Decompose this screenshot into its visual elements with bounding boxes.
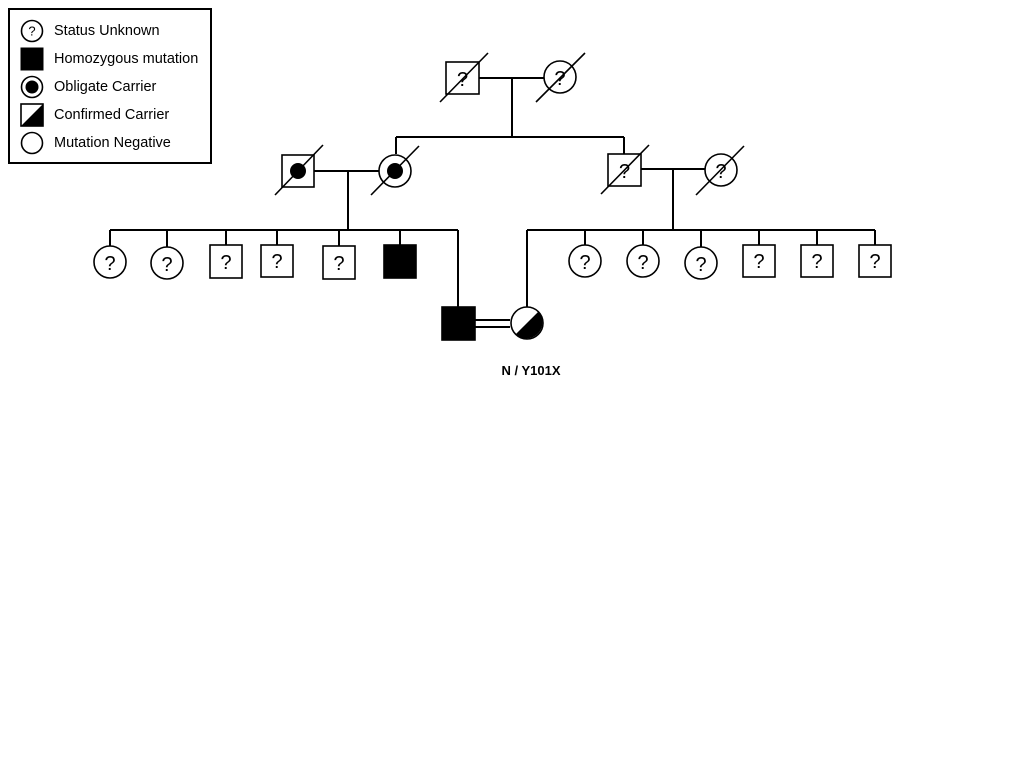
genotype-label: N / Y101X (501, 363, 560, 378)
legend-item-homozygous-mutation: Homozygous mutation (20, 47, 198, 71)
legend-label-mutation-negative: Mutation Negative (54, 135, 171, 151)
status-unknown-symbol-icon: ? (20, 19, 44, 43)
legend-item-confirmed-carrier: Confirmed Carrier (20, 103, 169, 127)
legend: ? Status Unknown Homozygous mutation Obl… (8, 8, 212, 164)
legend-item-obligate-carrier: Obligate Carrier (20, 75, 156, 99)
deceased-slash (274, 144, 324, 196)
individual-gen3-male-unknown: ? (800, 244, 834, 278)
obligate-carrier-symbol-icon (20, 75, 44, 99)
homozygous-mutation-symbol-icon (20, 47, 44, 71)
mutation-negative-symbol-icon (20, 131, 44, 155)
svg-text:?: ? (333, 253, 344, 275)
individual-gen2-left-female (370, 145, 420, 196)
svg-text:?: ? (753, 251, 764, 273)
legend-item-mutation-negative: Mutation Negative (20, 131, 171, 155)
individual-gen3-male-homozygous (383, 244, 417, 279)
individual-gen3-male-unknown: ? (742, 244, 776, 278)
individual-gen3-female-unknown: ? (150, 246, 184, 280)
deceased-slash (370, 145, 420, 196)
individual-gen3-female-unknown: ? (93, 245, 127, 279)
svg-text:?: ? (715, 161, 726, 183)
svg-text:?: ? (104, 253, 115, 275)
svg-text:?: ? (619, 161, 630, 183)
individual-gen3-female-unknown: ? (626, 244, 660, 278)
svg-text:?: ? (579, 252, 590, 274)
individual-gen3-male-unknown: ? (322, 245, 356, 280)
legend-label-status-unknown: Status Unknown (54, 23, 160, 39)
svg-text:?: ? (695, 254, 706, 276)
individual-gen3-female-unknown: ? (568, 244, 602, 278)
svg-text:?: ? (161, 254, 172, 276)
individual-gen3-male-unknown: ? (858, 244, 892, 278)
svg-text:?: ? (220, 252, 231, 274)
deceased-slash (600, 144, 650, 195)
individual-gen2-right-male: ? (600, 144, 650, 195)
individual-gen1-female: ? (535, 52, 586, 103)
deceased-slash (695, 145, 745, 196)
svg-text:?: ? (271, 251, 282, 273)
svg-text:?: ? (637, 252, 648, 274)
legend-item-status-unknown: ? Status Unknown (20, 19, 160, 43)
individual-gen2-right-female: ? (695, 145, 745, 196)
svg-text:?: ? (28, 24, 35, 39)
individual-gen2-left-male (274, 144, 324, 196)
individual-gen3-male-unknown: ? (260, 244, 294, 278)
individual-gen1-male: ? (439, 52, 489, 103)
pedigree-lines (109, 77, 876, 328)
individual-proband-male-homozygous (441, 306, 476, 341)
svg-text:?: ? (869, 251, 880, 273)
individual-gen3-female-confirmed-carrier (510, 306, 544, 340)
individual-gen3-male-unknown: ? (209, 244, 243, 279)
confirmed-carrier-symbol-icon (20, 103, 44, 127)
legend-label-homozygous-mutation: Homozygous mutation (54, 51, 199, 67)
legend-label-confirmed-carrier: Confirmed Carrier (54, 107, 170, 123)
deceased-slash (535, 52, 586, 103)
legend-label-obligate-carrier: Obligate Carrier (54, 79, 157, 95)
svg-text:?: ? (811, 251, 822, 273)
individual-gen3-female-unknown: ? (684, 246, 718, 280)
deceased-slash (439, 52, 489, 103)
